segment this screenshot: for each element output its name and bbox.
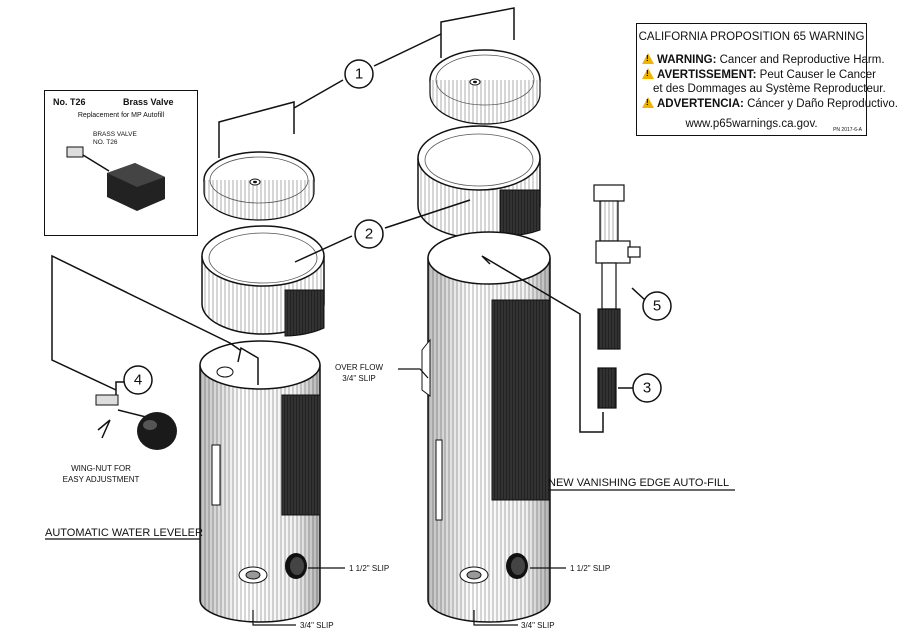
inset-valve-drawing [66,146,165,211]
warning-line-en: WARNING: Cancer and Reproductive Harm. [642,53,885,67]
callout-1-number: 1 [355,66,363,83]
warning-triangle-icon [642,53,654,64]
callout-2-number: 2 [365,226,373,243]
inset-brass-line1: BRASS VALVE [93,131,137,138]
slip-34-right: 3/4" SLIP [521,621,555,630]
overflow-label-line1: OVER FLOW [335,363,383,372]
leader-lines-1 [218,7,515,140]
warning-title: CALIFORNIA PROPOSITION 65 WARNING [638,31,865,43]
label-leaders [45,368,735,626]
inset-part-number: No. T26 [53,97,86,107]
warning-line-fr: AVERTISSEMENT: Peut Causer le Cancer [642,68,876,82]
slip-112-right: 1 1/2" SLIP [570,564,610,573]
lid-right [429,49,541,125]
inset-subtitle: Replacement for MP Autofill [77,112,165,119]
leader-lines-3-5 [481,255,646,433]
prop65-warning-box: CALIFORNIA PROPOSITION 65 WARNING WARNIN… [636,23,898,136]
screws [218,22,515,158]
warning-code: PN 2017-6-A [833,127,862,133]
brass-valve [95,394,177,450]
collar-right [417,125,541,239]
overflow-label-line2: 3/4" SLIP [342,374,376,383]
brass-valve-inset: No. T26 Brass Valve Replacement for MP A… [44,90,198,236]
slip-34-left: 3/4" SLIP [300,621,334,630]
title-vanishing-edge-auto-fill: NEW VANISHING EDGE AUTO-FILL [548,477,729,489]
title-automatic-water-leveler: AUTOMATIC WATER LEVELER [45,527,203,539]
warning-line-es: ADVERTENCIA: Cáncer y Daño Reproductivo. [642,97,898,111]
callout-2: 2 [354,219,384,249]
left-housing [199,340,321,623]
inset-brass-line2: NO. T26 [93,139,118,146]
warning-triangle-icon [642,68,654,79]
inset-part-name: Brass Valve [123,97,174,107]
callout-5: 5 [642,291,672,321]
warning-url: www.p65warnings.ca.gov. [685,118,818,130]
wing-nut-label-line2: EASY ADJUSTMENT [63,475,140,484]
inset-brass-label: BRASS VALVE NO. T26 [93,131,137,147]
callout-4-number: 4 [134,372,142,389]
slip-112-left: 1 1/2" SLIP [349,564,389,573]
callout-3: 3 [632,373,662,403]
collar-left [201,225,325,337]
fill-valve [593,184,641,350]
callout-5-number: 5 [653,298,661,315]
warning-triangle-icon [642,97,654,108]
wing-nut-label-line1: WING-NUT FOR [71,464,131,473]
filter-screen [597,367,617,409]
callout-3-number: 3 [643,380,651,397]
lid-left [203,151,315,221]
callout-1: 1 [344,59,374,89]
right-housing [421,231,551,623]
leader-lines-left [51,254,259,395]
leader-lines-2 [294,199,471,263]
callout-4: 4 [123,365,153,395]
warning-line-fr-cont: et des Dommages au Système Reproducteur. [653,83,886,95]
